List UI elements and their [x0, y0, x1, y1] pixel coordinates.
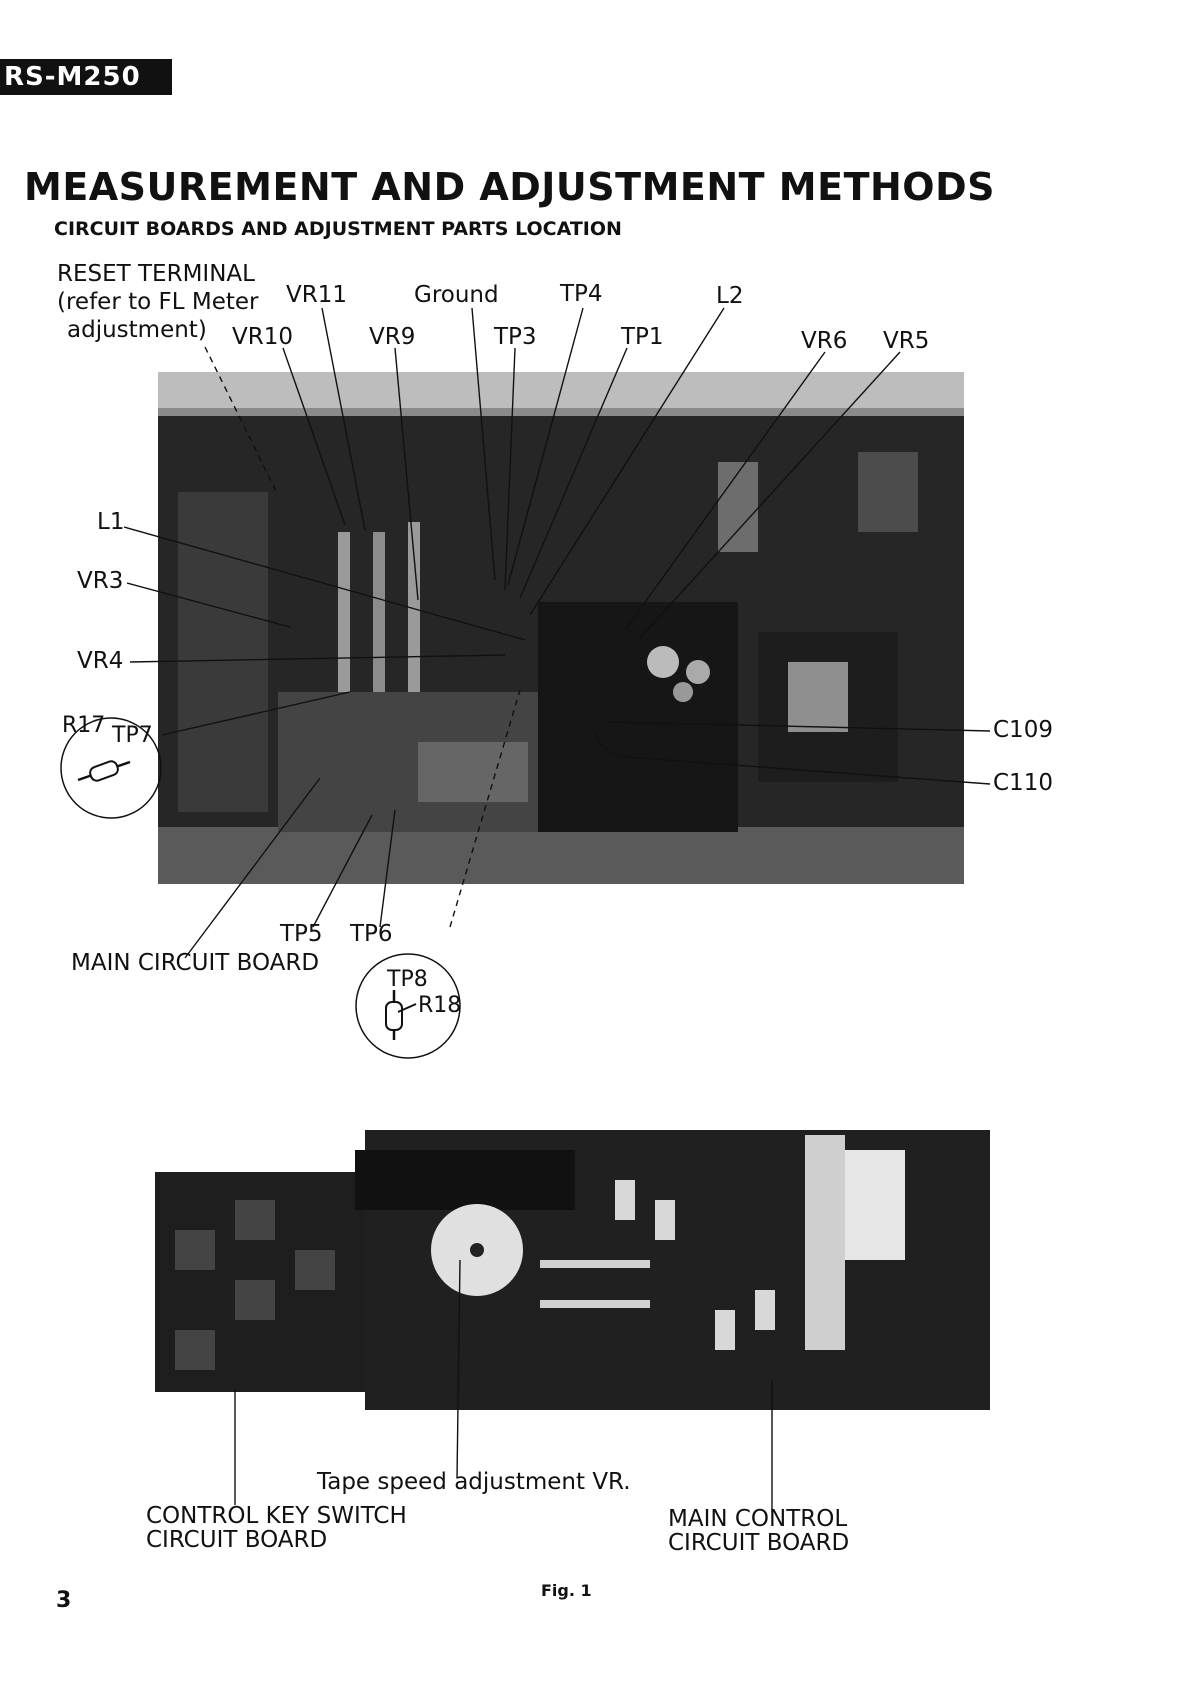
label-l1: L1	[97, 509, 125, 535]
label-tp4: TP4	[560, 281, 603, 307]
reset-terminal-label-line2: (refer to FL Meter	[57, 289, 259, 315]
page-number: 3	[56, 1588, 72, 1613]
label-tape-speed-vr: Tape speed adjustment VR.	[317, 1469, 631, 1495]
control-board-photo	[155, 1110, 1005, 1480]
label-main-control-line2: CIRCUIT BOARD	[668, 1530, 850, 1556]
label-vr4: VR4	[77, 648, 124, 674]
label-c109: C109	[993, 717, 1053, 743]
model-badge: RS-M250	[0, 59, 172, 95]
label-control-key-line1: CONTROL KEY SWITCH	[146, 1503, 407, 1529]
label-tp8: TP8	[387, 967, 428, 992]
label-tp7: TP7	[112, 723, 153, 748]
label-c110: C110	[993, 770, 1053, 796]
label-main-circuit-board: MAIN CIRCUIT BOARD	[71, 950, 320, 976]
resistor-r17-icon	[77, 760, 131, 782]
label-main-control-line1: MAIN CONTROL	[668, 1506, 848, 1532]
label-ground: Ground	[414, 282, 499, 308]
label-l2: L2	[716, 283, 744, 309]
label-vr10: VR10	[232, 324, 293, 350]
label-vr3: VR3	[77, 568, 124, 594]
label-vr9: VR9	[369, 324, 416, 350]
section-subtitle: CIRCUIT BOARDS AND ADJUSTMENT PARTS LOCA…	[54, 218, 622, 240]
label-tp5: TP5	[280, 921, 323, 947]
reset-terminal-label-line1: RESET TERMINAL	[57, 261, 255, 287]
label-r18: R18	[418, 993, 462, 1018]
label-vr6: VR6	[801, 328, 848, 354]
page-title: MEASUREMENT AND ADJUSTMENT METHODS	[24, 165, 996, 209]
reset-terminal-label-line3: adjustment)	[67, 317, 207, 343]
label-r17: R17	[62, 713, 106, 738]
main-chassis-photo	[158, 372, 964, 884]
label-tp3: TP3	[494, 324, 537, 350]
label-control-key-line2: CIRCUIT BOARD	[146, 1527, 328, 1553]
label-vr5: VR5	[883, 328, 930, 354]
label-vr11: VR11	[286, 282, 347, 308]
label-tp6: TP6	[350, 921, 393, 947]
label-tp1: TP1	[621, 324, 664, 350]
figure-caption: Fig. 1	[541, 1581, 592, 1600]
resistor-r18-icon	[385, 990, 417, 1040]
